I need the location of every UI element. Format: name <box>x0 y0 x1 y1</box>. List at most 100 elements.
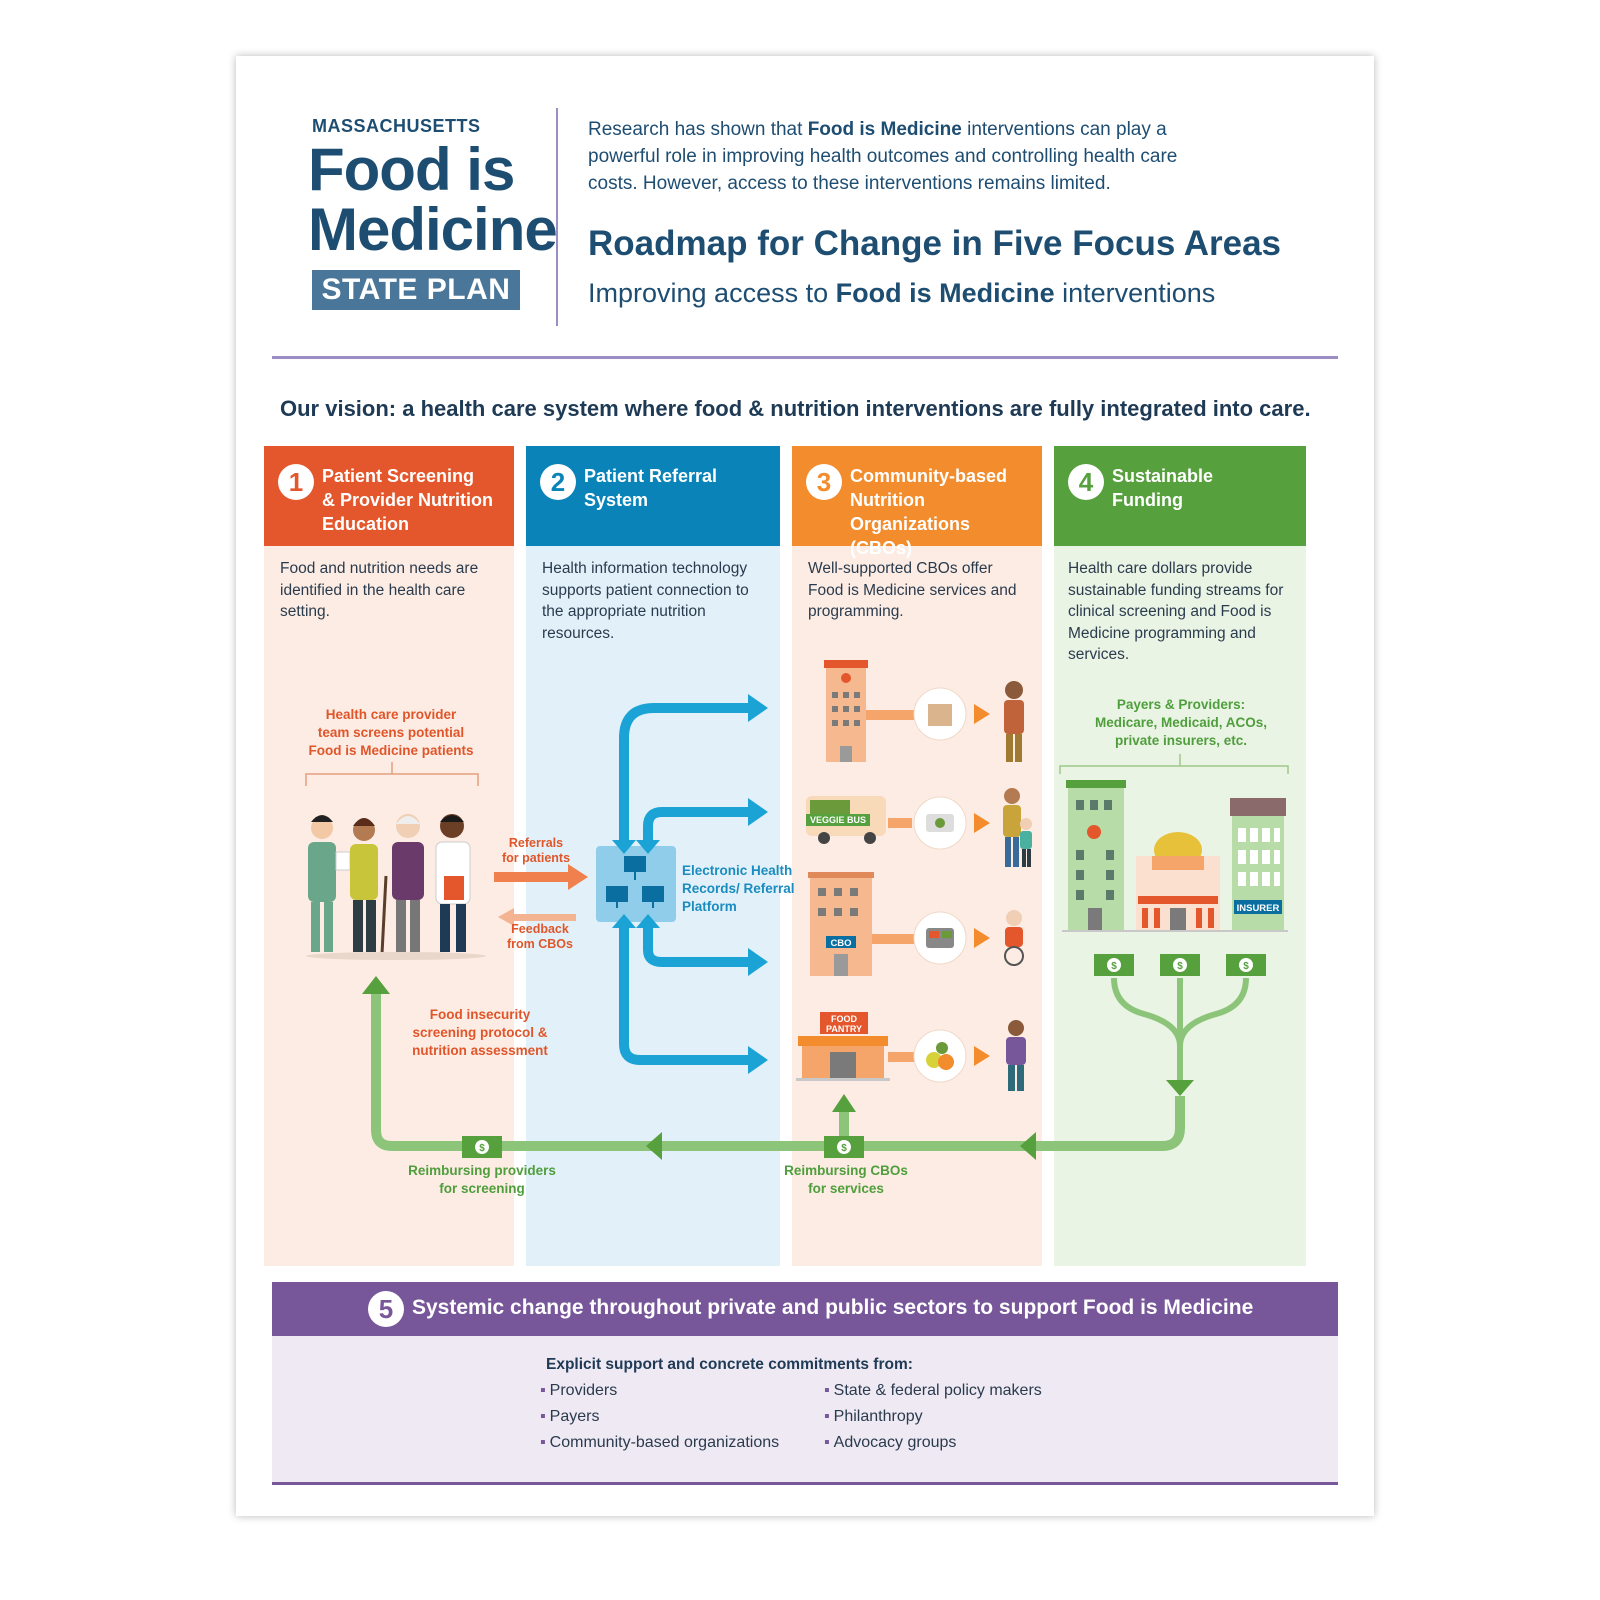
subtitle-part-b: Food is Medicine <box>835 278 1055 308</box>
reimbursement-arrowheads <box>362 976 1036 1160</box>
screening-protocol-label: Food insecurity screening protocol & nut… <box>400 1006 560 1060</box>
feedback-line2: from CBOs <box>507 937 573 951</box>
support-title: Explicit support and concrete commitment… <box>546 1356 913 1373</box>
reimb-prov-line2: for screening <box>439 1181 525 1196</box>
cbo-row2-connector <box>888 818 912 828</box>
logo-title-line1: Food is <box>308 136 515 203</box>
reimbursing-cbos-label: Reimbursing CBOs for services <box>776 1162 916 1198</box>
food-pantry-label-1: FOOD <box>831 1014 857 1024</box>
column-2-description: Health information technology supports p… <box>542 560 749 642</box>
reimbursing-providers-label: Reimbursing providers for screening <box>396 1162 568 1198</box>
dollar-bill-icon <box>1094 954 1134 976</box>
roadmap-page: MASSACHUSETTS Food is Medicine STATE PLA… <box>236 56 1374 1516</box>
list-item: Payers <box>540 1404 779 1430</box>
logo-plan-badge: STATE PLAN <box>312 270 520 310</box>
column-3-header: 3 Community-based Nutrition Organization… <box>792 446 1042 558</box>
focus-5-background <box>272 1336 1338 1484</box>
cbo-row4-arrow <box>974 1046 990 1066</box>
cbo-row2-arrow <box>974 813 990 833</box>
page-subtitle: Improving access to Food is Medicine int… <box>588 278 1215 309</box>
payers-line1: Payers & Providers: <box>1116 697 1246 712</box>
focus-number-4: 4 <box>1068 464 1104 500</box>
logo-title-line2: Medicine <box>308 196 558 263</box>
dollar-sign: $ <box>841 1143 847 1154</box>
column-2-title-line1: Patient Referral <box>584 466 718 486</box>
ehr-line3: Platform <box>682 899 737 914</box>
column-1-title-line3: Education <box>322 514 410 534</box>
column-3-title: Community-based Nutrition Organizations … <box>850 464 1042 560</box>
payer-ground <box>1062 930 1288 932</box>
cbo-row4-connector <box>888 1052 914 1062</box>
referrals-line1: Referrals <box>508 836 564 850</box>
veggie-bus-icon <box>806 796 886 844</box>
healthcare-team-icon <box>306 814 486 960</box>
header-divider <box>556 108 558 326</box>
subtitle-part-a: Improving access to <box>588 278 836 308</box>
column-2-title-line2: System <box>584 490 649 510</box>
vision-statement: Our vision: a health care system where f… <box>280 396 1311 421</box>
subtitle-part-c: interventions <box>1054 278 1216 308</box>
provider-team-line1: Health care provider <box>325 707 457 722</box>
payers-label: Payers & Providers: Medicare, Medicaid, … <box>1076 696 1286 750</box>
focus-number-3: 3 <box>806 464 842 500</box>
referrals-line2: for patients <box>501 851 571 865</box>
column-4-header: 4 Sustainable Funding <box>1054 446 1306 546</box>
funding-arrowhead <box>1166 1080 1194 1096</box>
list-item: Philanthropy <box>824 1404 1042 1430</box>
provider-team-line3: Food is Medicine patients <box>308 743 474 758</box>
dollar-sign: $ <box>1177 961 1183 972</box>
cbo-row1-connector <box>866 710 914 720</box>
wheelchair-person-icon <box>1004 910 1024 966</box>
column-3-title-line1: Community-based <box>850 466 1008 486</box>
payer-hospital-icon <box>1066 780 1126 930</box>
focus-number-5: 5 <box>368 1291 404 1327</box>
funding-tree <box>1111 977 1249 1082</box>
protocol-line3: nutrition assessment <box>412 1043 548 1058</box>
focus-5-header: 5 Systemic change throughout private and… <box>272 1282 1338 1336</box>
column-1-background <box>264 446 514 1266</box>
logo-state: MASSACHUSETTS <box>312 116 481 136</box>
feedback-arrow <box>498 908 576 926</box>
referral-arrow <box>494 864 588 890</box>
insurer-label: INSURER <box>1237 903 1280 914</box>
hospital-building-icon <box>824 660 868 762</box>
ehr-platform-icon <box>596 846 676 922</box>
provider-team-line2: team screens potential <box>317 725 465 740</box>
column-2-title: Patient Referral System <box>584 464 717 512</box>
focus-number-1: 1 <box>278 464 314 500</box>
dollar-sign: $ <box>1111 961 1117 972</box>
payers-line3: private insurers, etc. <box>1114 733 1248 748</box>
list-item: Advocacy groups <box>824 1430 1042 1456</box>
support-list-left: Providers Payers Community-based organiz… <box>540 1378 779 1456</box>
column-4-title: Sustainable Funding <box>1112 464 1213 512</box>
feedback-label: Feedback from CBOs <box>504 922 576 952</box>
referral-arrowheads <box>612 694 768 1074</box>
ehr-line2: Records/ Referral <box>682 881 795 896</box>
focus-5-title: Systemic change throughout private and p… <box>412 1296 1254 1319</box>
reimb-cbo-line2: for services <box>808 1181 884 1196</box>
column-1-title-line2: & Provider Nutrition <box>322 490 494 510</box>
flow-diagram: VEGGIE BUS CBO <box>286 660 1289 1464</box>
column-3-title-line2: Nutrition Organizations <box>850 490 971 534</box>
payers-bracket <box>1059 754 1289 774</box>
cbo-sign-label: CBO <box>830 938 851 949</box>
dollar-bill-icon <box>824 1136 864 1158</box>
cbo-row1-arrow <box>974 704 990 724</box>
dollar-bill-icon <box>1160 954 1200 976</box>
column-3-title-line3: (CBOs) <box>850 538 912 558</box>
payers-line2: Medicare, Medicaid, ACOs, <box>1094 715 1268 730</box>
reimb-prov-line1: Reimbursing providers <box>408 1163 556 1178</box>
logo-title: Food is Medicine <box>308 136 558 263</box>
list-item: State & federal policy makers <box>824 1378 1042 1404</box>
column-2-header: 2 Patient Referral System <box>526 446 780 546</box>
column-4-title-line2: Funding <box>1112 490 1183 510</box>
dollar-bill-icon <box>1226 954 1266 976</box>
parent-child-icon <box>1003 788 1032 867</box>
person-purple-icon <box>1006 1020 1026 1091</box>
cbo-building-icon <box>808 872 874 976</box>
list-item: Community-based organizations <box>540 1430 779 1456</box>
cbo-row3-arrow <box>974 928 990 948</box>
person-elder-icon <box>1004 681 1024 762</box>
cbo-row3-connector <box>872 934 914 944</box>
provider-team-label: Health care provider team screens potent… <box>284 706 498 760</box>
